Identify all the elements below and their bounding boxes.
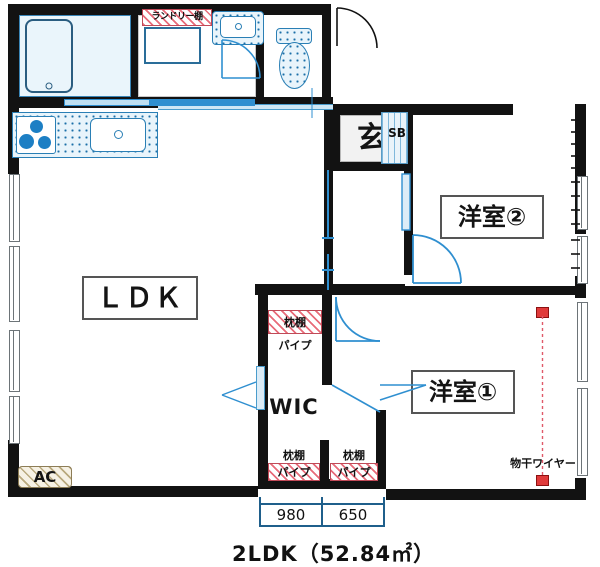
laundry-shelf (142, 9, 212, 26)
window-left-2 (9, 246, 20, 322)
ac-unit (18, 466, 72, 488)
room1-label: 洋室① (411, 370, 515, 414)
wall-left-ldk-lower (8, 440, 19, 497)
door-arc-room1 (335, 296, 381, 342)
window-left-1-pane (13, 174, 14, 240)
drying-wire-anchor-top (536, 307, 549, 318)
window-left-1 (9, 174, 20, 242)
window-left-3-pane (13, 330, 14, 390)
closet-pipe-right (330, 463, 378, 481)
door-arc-entrance (336, 7, 378, 49)
dim-line-upper (259, 503, 385, 505)
ac-label: AC (33, 467, 57, 486)
window-left-3 (9, 330, 20, 392)
drying-wire-label: 物干ワイヤー (510, 456, 576, 470)
room2-label: 洋室② (440, 195, 544, 239)
wall-left-upper (8, 4, 19, 108)
wall-room-divider (255, 286, 585, 295)
dimension-650: 650 (338, 506, 368, 524)
wall-corridor-left (324, 108, 333, 286)
wic-label: WIC (269, 394, 319, 419)
window-right-3 (577, 302, 588, 382)
wall-wic-right (322, 293, 332, 385)
wall-entry-bottom (331, 162, 413, 171)
washing-machine-pan (144, 27, 201, 64)
wall-toilet-right (322, 4, 331, 108)
wall-right-upper (575, 104, 586, 234)
wall-bottom-room1 (386, 489, 586, 500)
wall-wic-diag-base (376, 410, 386, 482)
wall-right-mid (575, 276, 586, 298)
door-arc-room2 (412, 234, 462, 284)
bathtub (25, 19, 73, 93)
closet-pipe-left (268, 463, 320, 481)
closet-pipe-right-label: パイプ (337, 465, 371, 479)
stove-burner-2 (19, 134, 34, 149)
wall-wic-mid-divider (320, 440, 329, 482)
dim-line-lower (259, 525, 385, 527)
plan-title: 2LDK（52.84㎡） (232, 542, 436, 566)
dim-tick-left (259, 497, 261, 527)
window-right-2-pane (581, 236, 582, 282)
closet-shelf-left-label: 枕棚 (283, 448, 305, 462)
vanity-faucet-icon (235, 23, 242, 30)
window-right-4 (577, 388, 588, 476)
stove-burner-3 (38, 136, 51, 149)
sliding-door-washroom (150, 99, 255, 106)
wall-bottom-ldk (8, 486, 258, 497)
window-left-4 (9, 396, 20, 444)
window-left-2-pane (13, 246, 14, 320)
closet-shelf-upper (268, 310, 322, 334)
closet-pipe-left-label: パイプ (277, 465, 311, 479)
window-right-4-pane (581, 388, 582, 474)
laundry-shelf-label: ランドリー棚 (151, 12, 203, 22)
window-right-3-pane (581, 302, 582, 380)
sliding-door-bath (64, 99, 150, 106)
window-right-1-pane (581, 176, 582, 228)
dimension-980: 980 (276, 506, 306, 524)
stove-burner-1 (30, 120, 43, 133)
sink-drain-icon (114, 130, 123, 139)
closet-shelf-right-label: 枕棚 (343, 448, 365, 462)
toilet-bowl (279, 42, 310, 89)
window-right-1 (577, 176, 588, 230)
wall-entry-left (331, 104, 340, 170)
closet-shelf-upper-label: 枕棚 (284, 315, 306, 329)
dim-tick-mid (321, 497, 323, 527)
wall-entry-top (331, 104, 513, 115)
door-wic-left-swing (221, 381, 257, 409)
wall-bath-divider (131, 4, 138, 98)
shoe-box-label: SB (388, 126, 406, 140)
wic-door-left (256, 366, 265, 410)
wall-wic-bottom (258, 479, 386, 489)
window-right-2 (577, 236, 588, 284)
dim-tick-right (383, 497, 385, 527)
ldk-label: ＬＤＫ (82, 276, 198, 320)
drying-wire-anchor-bottom (536, 475, 549, 486)
closet-pipe-upper-label: パイプ (278, 338, 312, 352)
wall-top-toilet (262, 4, 330, 15)
window-left-4-pane (13, 396, 14, 442)
shoe-box (381, 112, 408, 164)
